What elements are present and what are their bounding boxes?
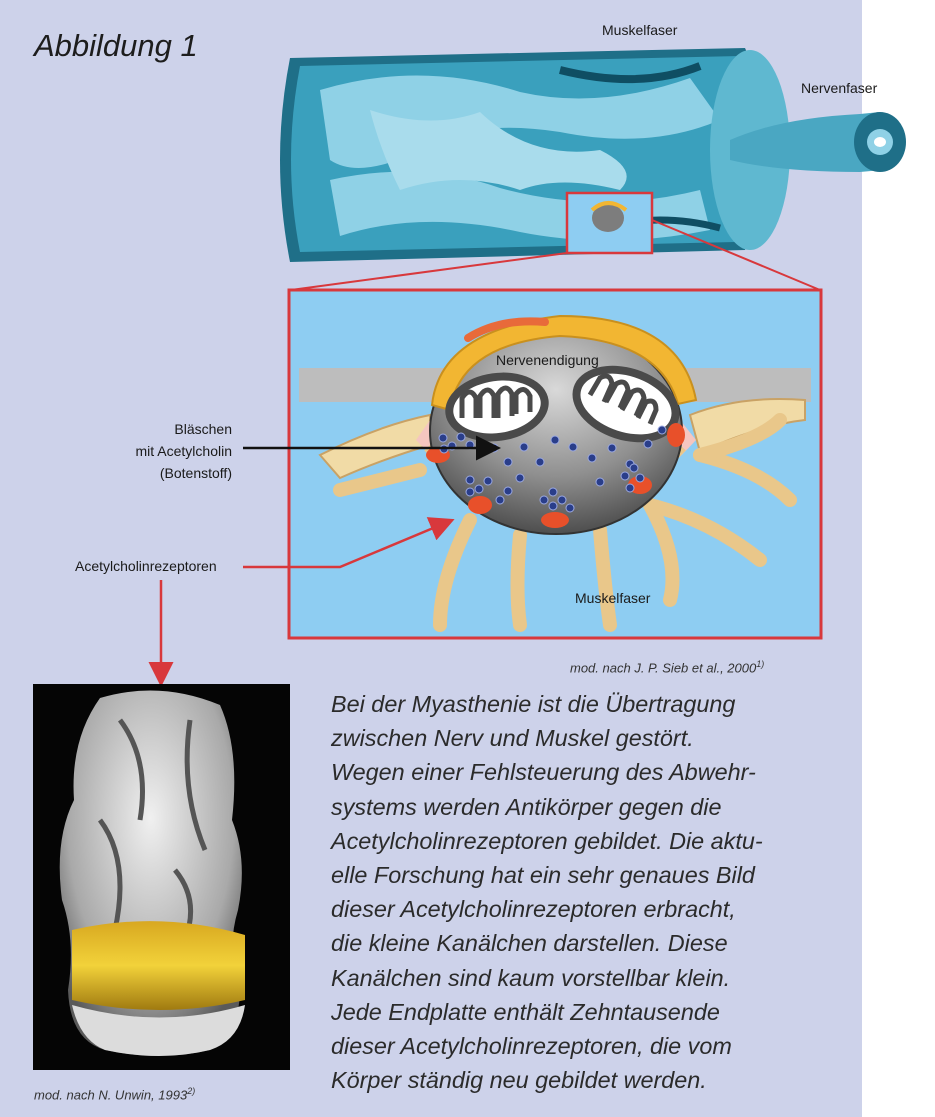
paragraph-line: Körper ständig neu gebildet werden. <box>331 1063 851 1097</box>
paragraph-line: zwischen Nerv und Muskel gestört. <box>331 721 851 755</box>
credit-sieb: mod. nach J. P. Sieb et al., 20001) <box>570 659 764 675</box>
credit-sieb-sup: 1) <box>756 659 764 669</box>
paragraph-line: systems werden Antikörper gegen die <box>331 790 851 824</box>
credit-unwin-sup: 2) <box>187 1086 195 1096</box>
label-vesicles-line2: mit Acetylcholin <box>110 440 232 462</box>
muscle-fiber-illustration <box>280 48 790 262</box>
label-muscle-fiber-bottom: Muskelfaser <box>575 590 650 606</box>
paragraph-line: Kanälchen sind kaum vorstellbar klein. <box>331 961 851 995</box>
label-muscle-fiber-top: Muskelfaser <box>602 22 677 38</box>
credit-sieb-text: mod. nach J. P. Sieb et al., 2000 <box>570 660 756 675</box>
paragraph-line: die kleine Kanälchen darstellen. Diese <box>331 926 851 960</box>
paragraph-line: Bei der Myasthenie ist die Übertragung <box>331 687 851 721</box>
paragraph-line: Jede Endplatte enthält Zehntausende <box>331 995 851 1029</box>
label-receptors: Acetylcholinrezeptoren <box>75 558 217 574</box>
label-nerve-fiber: Nervenfaser <box>801 80 877 96</box>
paragraph-line: dieser Acetylcholinrezeptoren, die vom <box>331 1029 851 1063</box>
paragraph-line: Acetylcholinrezeptoren gebildet. Die akt… <box>331 824 851 858</box>
credit-unwin: mod. nach N. Unwin, 19932) <box>34 1086 195 1102</box>
paragraph-line: Wegen einer Fehlsteuerung des Abwehr- <box>331 755 851 789</box>
label-vesicles-line1: Bläschen <box>110 418 232 440</box>
label-vesicles-line3: (Botenstoff) <box>110 462 232 484</box>
credit-unwin-text: mod. nach N. Unwin, 1993 <box>34 1087 187 1102</box>
paragraph-line: elle Forschung hat ein sehr genaues Bild <box>331 858 851 892</box>
label-vesicles: Bläschen mit Acetylcholin (Botenstoff) <box>110 418 232 484</box>
paragraph: Bei der Myasthenie ist die Übertragung z… <box>331 687 851 1097</box>
label-nerve-ending: Nervenendigung <box>496 352 599 368</box>
figure-title: Abbildung 1 <box>34 28 198 64</box>
receptor-3d-model <box>60 690 245 1056</box>
paragraph-line: dieser Acetylcholinrezeptoren erbracht, <box>331 892 851 926</box>
